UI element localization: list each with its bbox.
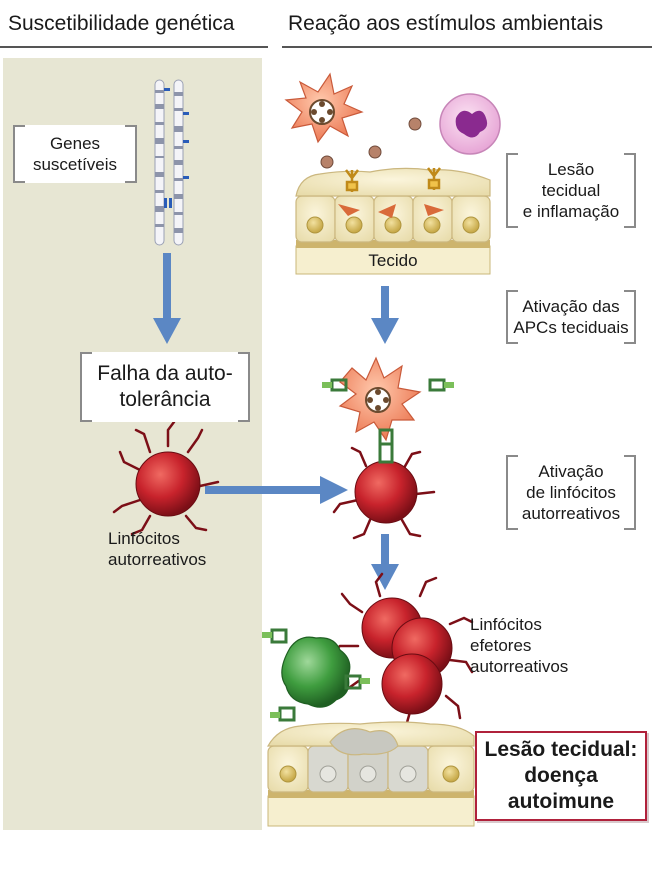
neutrophil-icon <box>439 93 501 155</box>
arrow-activation-to-effectors <box>371 534 399 590</box>
green-effector-cell-icon <box>262 628 370 722</box>
effector-lymphocytes-icon <box>330 572 474 734</box>
left-panel <box>3 58 263 830</box>
antigen-particles-icon <box>320 117 422 169</box>
damaged-tissue-icon <box>266 721 475 827</box>
header-genetic-susceptibility: Suscetibilidade genética <box>0 0 268 48</box>
label-tolerance-failure: Falha da auto-tolerância <box>80 352 250 422</box>
tissue-top-icon <box>295 167 491 275</box>
autoreactive-lymphocyte-center-icon <box>332 442 436 540</box>
header-environmental-reaction: Reação aos estímulos ambientais <box>282 0 652 48</box>
arrow-tissue-to-apc <box>371 286 399 344</box>
chromosome-pair-icon <box>154 79 189 246</box>
arrow-genes-to-failure <box>153 253 181 344</box>
activated-apc-icon <box>322 356 454 446</box>
label-tissue: Tecido <box>368 251 418 270</box>
autoreactive-lymphocyte-left-icon <box>112 420 220 536</box>
dendritic-cell-top-icon <box>284 72 364 144</box>
arrow-lymphocyte-to-activation <box>205 476 348 504</box>
